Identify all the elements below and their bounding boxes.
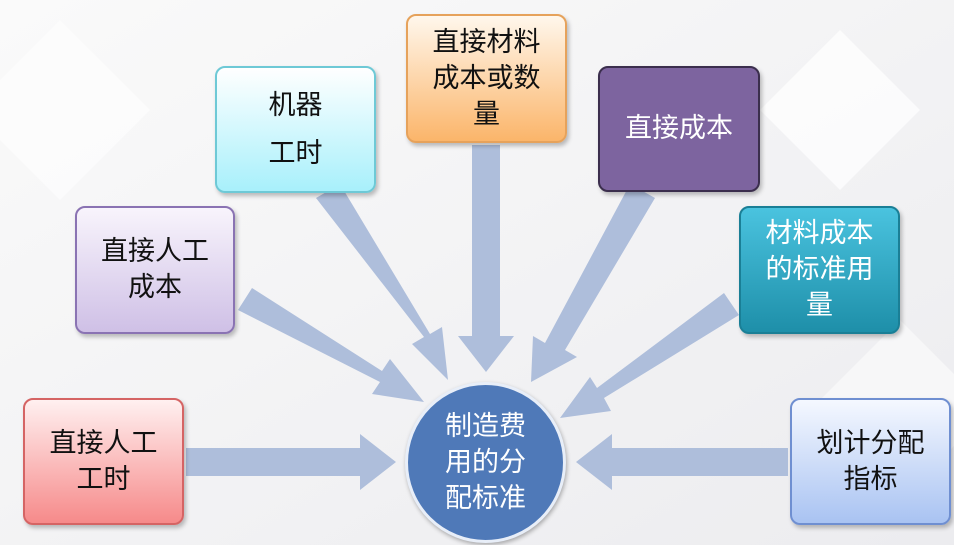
center-label-line: 用的分: [445, 446, 526, 478]
node-direct-labor-hours: 直接人工工时: [23, 398, 184, 525]
arrow-from-labor-cost: [238, 288, 424, 402]
node-label-line: 直接人工: [49, 427, 158, 459]
node-label-line: 成本: [128, 272, 182, 303]
node-label-line: 成本或数: [432, 62, 541, 94]
node-label-line: 直接成本: [625, 113, 733, 144]
bg-diamond-shape: [760, 30, 920, 190]
center-label-line: 配标准: [445, 482, 526, 514]
node-label-line: 量: [473, 98, 500, 130]
node-label-line: 的标准用: [765, 254, 874, 285]
bg-diamond-shape: [0, 20, 150, 200]
node-direct-cost: 直接成本: [598, 66, 760, 192]
node-label-line: 划计分配: [816, 427, 925, 459]
arrow-from-direct-material: [458, 145, 514, 372]
arrow-from-direct-cost: [531, 184, 655, 382]
node-label-line: 直接材料: [432, 26, 541, 58]
arrow-from-labor-hours: [186, 434, 396, 490]
node-label-line: 直接人工: [101, 236, 209, 267]
node-label-line: 工时: [76, 463, 131, 495]
node-label-line: 材料成本: [765, 218, 874, 249]
node-material-standard-usage: 材料成本的标准用量: [739, 206, 900, 334]
node-label-line: 指标: [843, 463, 898, 495]
node-label-line: 工时: [268, 137, 323, 169]
arrow-from-plan-index: [576, 434, 788, 490]
node-direct-labor-cost: 直接人工成本: [75, 206, 235, 334]
center-label-line: 制造费: [445, 410, 526, 442]
arrow-from-material-std: [560, 293, 739, 418]
node-label-line: 量: [806, 290, 833, 321]
node-plan-allocation-index: 划计分配指标: [790, 398, 951, 525]
center-node-overhead-allocation-basis: 制造费用的分配标准: [405, 382, 566, 543]
arrow-from-machine-hours: [316, 184, 448, 380]
node-direct-material: 直接材料成本或数量: [406, 14, 567, 143]
node-machine-hours: 机器工时: [215, 66, 376, 193]
node-label-line: 机器: [268, 89, 323, 121]
